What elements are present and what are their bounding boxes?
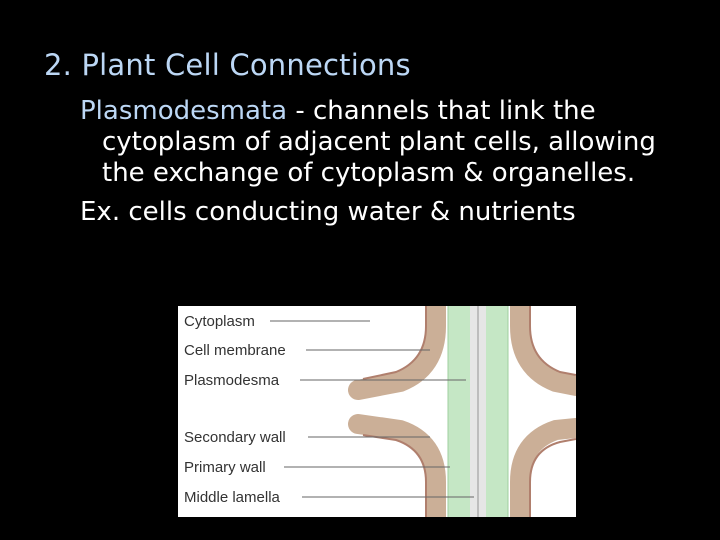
lower-membrane-left: [362, 434, 427, 517]
label-cell-membrane: Cell membrane: [184, 342, 286, 359]
label-plasmodesma: Plasmodesma: [184, 372, 280, 389]
label-secondary-wall: Secondary wall: [184, 429, 286, 446]
definition-term: Plasmodesmata: [80, 96, 288, 126]
lower-secondary-wall-right: [510, 418, 576, 517]
upper-secondary-wall-left: [348, 306, 446, 400]
slide-body: Plasmodesmata - channels that link the c…: [80, 96, 700, 228]
lower-cell-wall: [348, 414, 576, 517]
cell-wall-illustration: Cytoplasm Cell membrane Plasmodesma Seco…: [184, 306, 576, 517]
lower-membrane-right: [529, 438, 576, 517]
upper-secondary-wall-right: [510, 306, 576, 396]
upper-membrane-left: [362, 306, 427, 380]
plasmodesma-channel: [447, 306, 509, 517]
lower-secondary-wall-left: [348, 414, 446, 517]
plasmodesmata-diagram: Cytoplasm Cell membrane Plasmodesma Seco…: [178, 306, 576, 517]
label-cytoplasm: Cytoplasm: [184, 313, 255, 330]
label-primary-wall: Primary wall: [184, 459, 266, 476]
label-middle-lamella: Middle lamella: [184, 489, 281, 506]
example-line: Ex. cells conducting water & nutrients: [80, 197, 576, 227]
definition-text: - channels that link the cytoplasm of ad…: [102, 96, 656, 188]
upper-cell-wall: [348, 306, 576, 400]
diagram-labels: Cytoplasm Cell membrane Plasmodesma Seco…: [184, 313, 474, 506]
definition-paragraph: Plasmodesmata - channels that link the c…: [80, 96, 700, 189]
slide-title: 2. Plant Cell Connections: [44, 48, 411, 82]
upper-membrane-right: [529, 306, 576, 376]
